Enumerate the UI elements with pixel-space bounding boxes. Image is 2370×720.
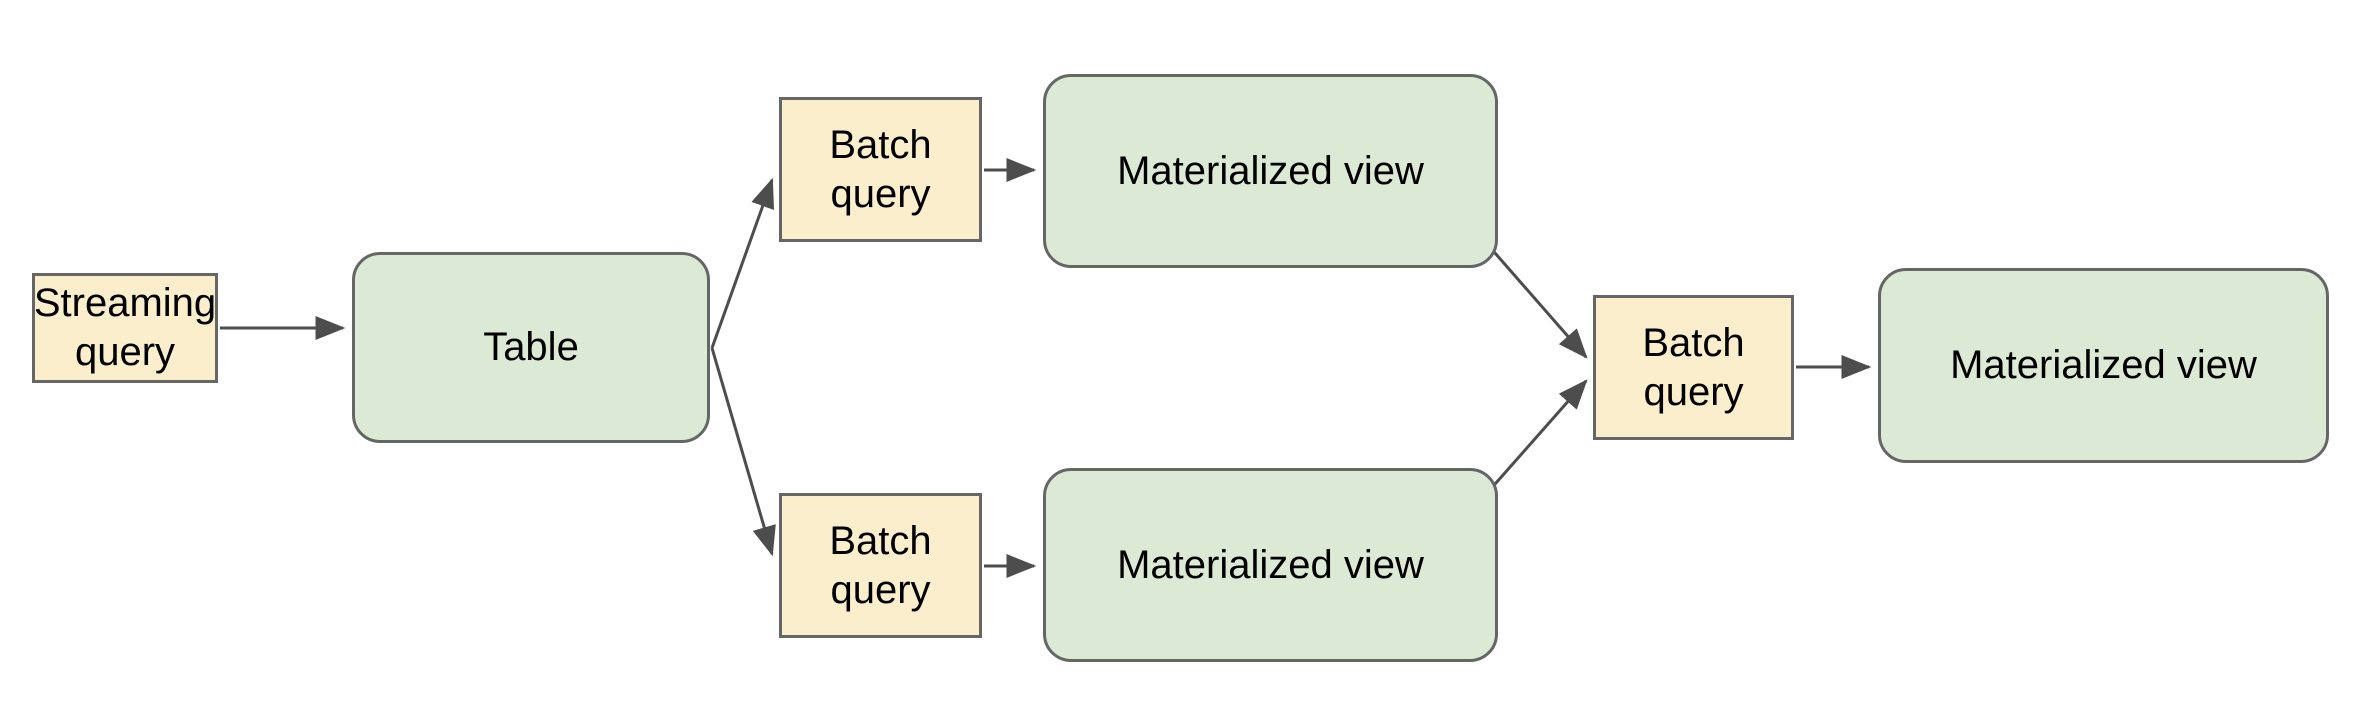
node-streaming-query[interactable]: Streaming query xyxy=(32,273,218,383)
node-batch-query-join[interactable]: Batch query xyxy=(1593,295,1794,440)
edge-table-to-batch-bottom xyxy=(710,347,776,557)
node-materialized-view-final[interactable]: Materialized view xyxy=(1878,268,2329,463)
edge-mv-bottom-to-batch-join xyxy=(1486,379,1588,493)
node-batch-query-top[interactable]: Batch query xyxy=(779,97,982,242)
node-materialized-view-bottom[interactable]: Materialized view xyxy=(1043,468,1498,662)
edge-mv-top-to-batch-join xyxy=(1486,244,1588,359)
edge-table-to-batch-top xyxy=(710,177,775,349)
node-materialized-view-top[interactable]: Materialized view xyxy=(1043,74,1498,268)
node-table[interactable]: Table xyxy=(352,252,710,443)
node-batch-query-bottom[interactable]: Batch query xyxy=(779,493,982,638)
